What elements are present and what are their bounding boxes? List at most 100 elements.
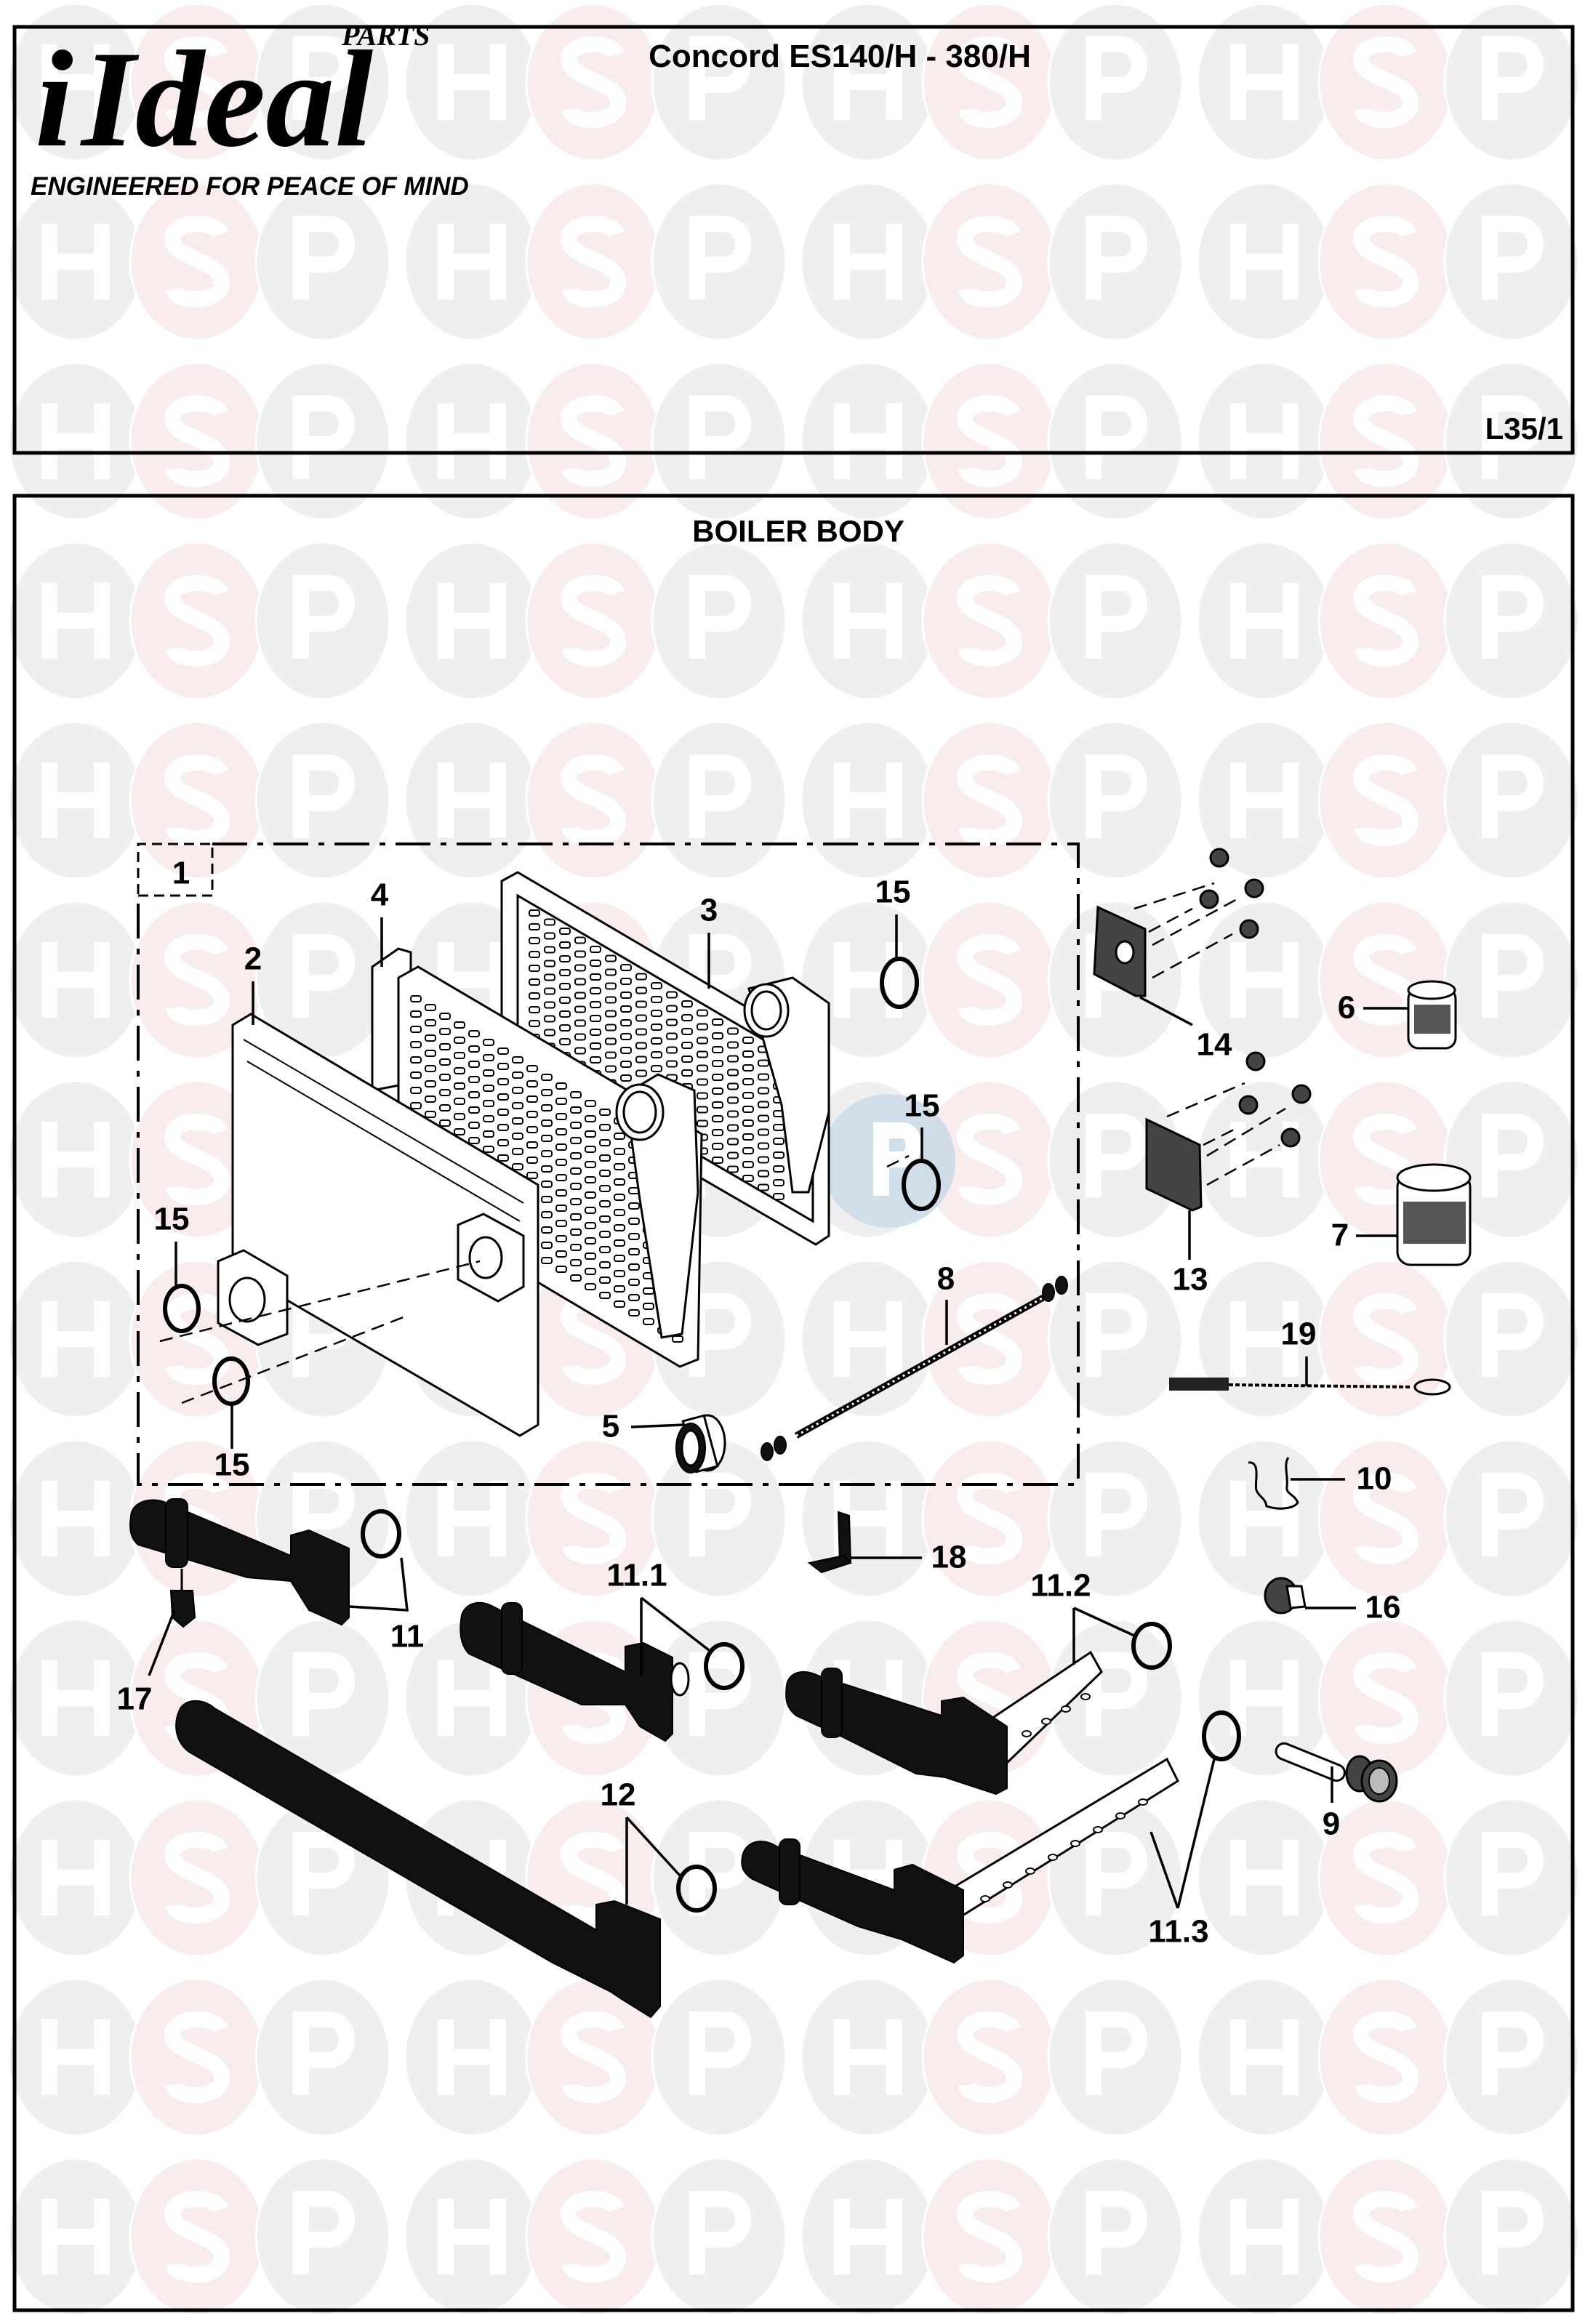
part-11-3-o-ring bbox=[1202, 1710, 1241, 1761]
watermark-glyph-p bbox=[1086, 1832, 1147, 1915]
heat-exchanger-pin bbox=[651, 996, 662, 1003]
watermark-glyph-s bbox=[1353, 2190, 1419, 2283]
heat-exchanger-pin bbox=[614, 1194, 625, 1201]
watermark-glyph-p bbox=[1086, 1652, 1147, 1736]
heat-exchanger-pin bbox=[555, 1098, 567, 1105]
heat-exchanger-pin bbox=[758, 1073, 769, 1081]
watermark-glyph-h bbox=[41, 763, 110, 838]
watermark-glyph-s bbox=[164, 1113, 230, 1205]
logo-word: Ideal bbox=[80, 23, 373, 176]
callout-15-left: 15 bbox=[154, 1202, 190, 1237]
heat-exchanger-pin bbox=[529, 909, 540, 917]
heat-exchanger-pin bbox=[555, 1266, 567, 1273]
heat-exchanger-pin bbox=[605, 968, 617, 976]
watermark-glyph-h bbox=[41, 403, 110, 479]
heat-exchanger-pin bbox=[559, 928, 571, 935]
heat-exchanger-pin bbox=[651, 1010, 662, 1017]
watermark-glyph-h bbox=[834, 2199, 902, 2275]
heat-exchanger-pin bbox=[497, 1078, 509, 1085]
heat-exchanger-pin bbox=[620, 964, 632, 971]
heat-exchanger-pin bbox=[544, 918, 555, 926]
heat-exchanger-pin bbox=[712, 1157, 723, 1164]
heat-exchanger-pin bbox=[544, 987, 555, 995]
watermark-glyph-h bbox=[834, 763, 902, 838]
callout-11: 11 bbox=[390, 1619, 425, 1654]
heat-exchanger-pin bbox=[599, 1276, 611, 1284]
heat-exchanger-pin bbox=[727, 1165, 739, 1173]
heat-exchanger-pin bbox=[643, 1318, 654, 1325]
heat-exchanger-pin bbox=[468, 1045, 480, 1053]
heat-exchanger-pin bbox=[599, 1231, 611, 1238]
heat-exchanger-pin bbox=[468, 1091, 480, 1098]
heat-exchanger-pin bbox=[727, 1082, 739, 1090]
heat-exchanger-pin bbox=[635, 1042, 647, 1050]
callout-2: 2 bbox=[244, 941, 262, 977]
heat-exchanger-pin bbox=[697, 1078, 708, 1086]
part-13-cover-plate bbox=[1145, 1051, 1312, 1212]
heat-exchanger-pin bbox=[468, 1122, 480, 1129]
heat-exchanger-pin bbox=[526, 1126, 538, 1133]
tube-hole bbox=[1022, 1730, 1032, 1737]
watermark-glyph-s bbox=[164, 574, 230, 667]
heat-exchanger-pin bbox=[599, 1124, 611, 1131]
assembly-1-group bbox=[137, 843, 1080, 1486]
watermark-glyph-s bbox=[957, 36, 1022, 128]
ideal-parts-logo: i Ideal PARTS ENGINEERED FOR PEACE OF MI… bbox=[31, 19, 469, 201]
heat-exchanger-pin bbox=[727, 1110, 739, 1118]
watermark-glyph-h bbox=[41, 1301, 110, 1377]
heat-exchanger-pin bbox=[635, 1014, 647, 1022]
tube-hole bbox=[1080, 1693, 1091, 1700]
heat-exchanger-pin bbox=[544, 1029, 555, 1037]
heat-exchanger-pin bbox=[599, 1215, 611, 1223]
watermark-glyph-h bbox=[1230, 44, 1299, 120]
heat-exchanger-pin bbox=[599, 1170, 611, 1177]
heat-exchanger-pin bbox=[439, 1028, 451, 1035]
heat-exchanger-pin bbox=[590, 1056, 601, 1064]
heat-exchanger-pin bbox=[599, 1185, 611, 1192]
heat-exchanger-pin bbox=[742, 1078, 754, 1085]
watermark-glyph-p bbox=[1086, 395, 1147, 479]
watermark-glyph-s bbox=[1353, 1113, 1419, 1205]
heat-exchanger-pin bbox=[526, 1157, 538, 1164]
watermark-glyph-h bbox=[834, 224, 902, 299]
heat-exchanger-pin bbox=[712, 1074, 723, 1081]
heat-exchanger-pin bbox=[483, 1146, 494, 1153]
watermark-glyph-h bbox=[1230, 583, 1299, 659]
heat-exchanger-pin bbox=[666, 1018, 678, 1026]
watermark-glyph-p bbox=[1086, 1114, 1147, 1197]
watermark-glyph-p bbox=[293, 1652, 355, 1736]
heat-exchanger-pin bbox=[742, 1161, 754, 1168]
watermark-glyph-h bbox=[438, 224, 506, 299]
heat-exchanger-pin bbox=[681, 1069, 693, 1077]
watermark-glyph-p bbox=[1482, 755, 1544, 838]
watermark-glyph-p bbox=[1482, 216, 1544, 299]
heat-exchanger-pin bbox=[620, 1061, 632, 1068]
watermark-glyph-h bbox=[1230, 763, 1299, 838]
heat-exchanger-pin bbox=[544, 973, 555, 981]
heat-exchanger-pin bbox=[439, 1104, 451, 1111]
tube-hole bbox=[1138, 1798, 1148, 1806]
heat-exchanger-pin bbox=[712, 1129, 723, 1136]
heat-exchanger-pin bbox=[425, 1065, 436, 1072]
heat-exchanger-pin bbox=[570, 1167, 582, 1175]
heat-exchanger-pin bbox=[742, 1133, 754, 1141]
watermark-glyph-s bbox=[561, 754, 626, 846]
watermark-glyph-p bbox=[293, 1832, 355, 1915]
heat-exchanger-pin bbox=[555, 1113, 567, 1120]
heat-exchanger-pin bbox=[555, 1235, 567, 1242]
part-11-2-o-ring bbox=[1131, 1622, 1172, 1670]
heat-exchanger-pin bbox=[614, 1270, 625, 1277]
heat-exchanger-pin bbox=[758, 1114, 769, 1122]
heat-exchanger-pin bbox=[570, 1183, 582, 1190]
heat-exchanger-pin bbox=[468, 1106, 480, 1114]
watermark-glyph-s bbox=[957, 574, 1022, 667]
watermark-glyph-p bbox=[293, 1473, 355, 1556]
tube-hole bbox=[1093, 1826, 1103, 1833]
heat-exchanger-pin bbox=[681, 1028, 693, 1035]
callout-11-2: 11.2 bbox=[1030, 1568, 1091, 1604]
heat-exchanger-pin bbox=[628, 1218, 640, 1225]
heat-exchanger-pin bbox=[712, 1032, 723, 1040]
part-15-o-ring-left bbox=[163, 1284, 201, 1333]
heat-exchanger-pin bbox=[555, 1143, 567, 1151]
watermark-glyph-p bbox=[1482, 1473, 1544, 1556]
